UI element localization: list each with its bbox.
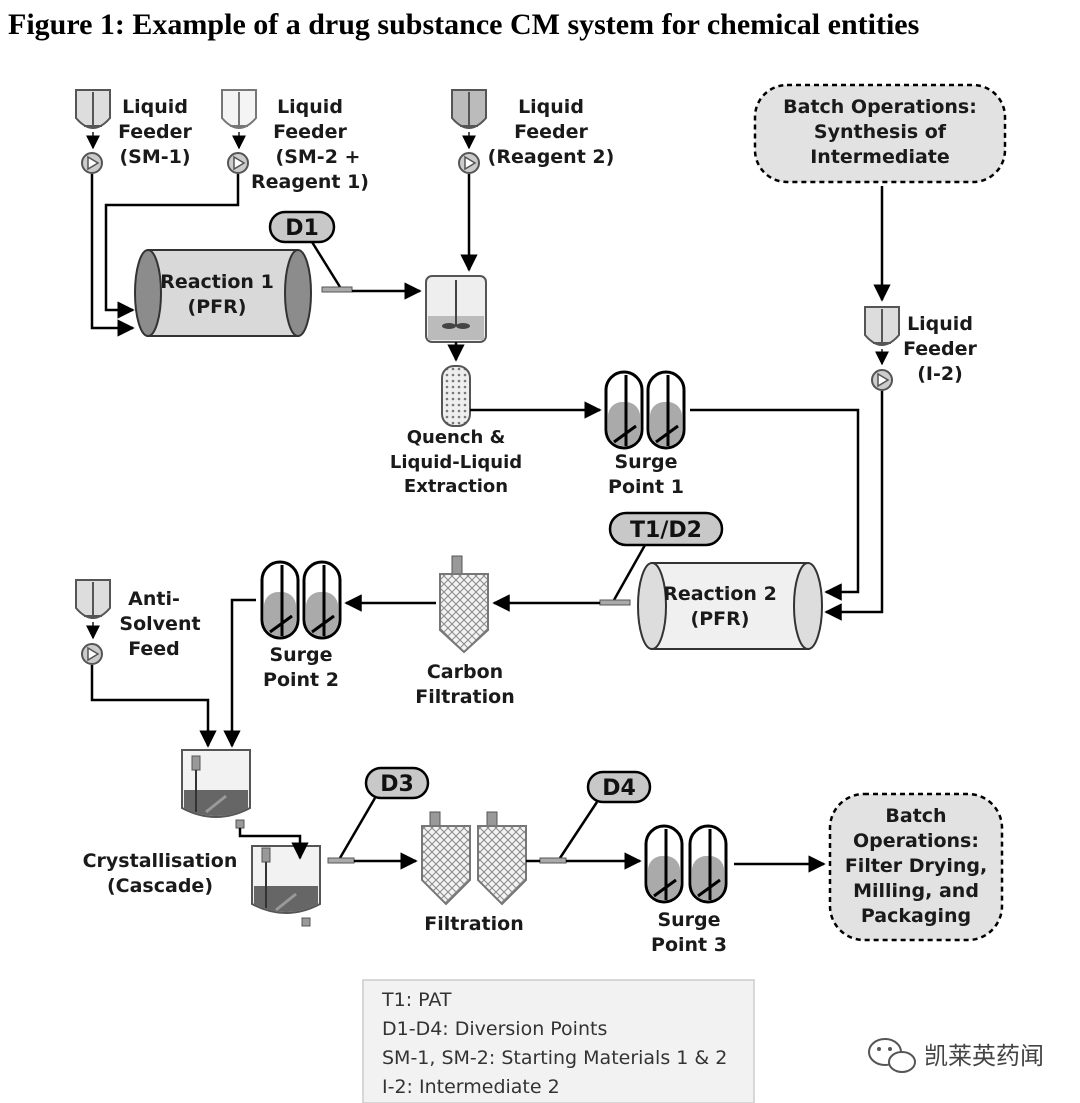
reaction2-line1: Reaction 2 <box>663 583 777 605</box>
quench-line3: Extraction <box>404 476 508 497</box>
carbon-line1: Carbon <box>427 661 503 683</box>
tag-d1-label: D1 <box>285 216 319 241</box>
feeder-sm1: Liquid Feeder (SM-1) <box>75 89 193 174</box>
feeder-sm1-line1: Liquid <box>122 96 188 118</box>
feeder-antisolvent: Anti- Solvent Feed <box>75 579 201 665</box>
pump-icon <box>81 152 103 174</box>
feeder-sm2-line3: (SM-2 + <box>276 146 361 168</box>
batch-final-line5: Packaging <box>861 905 971 927</box>
batch-final-line3: Filter Drying, <box>845 855 987 877</box>
watermark: 凯莱英药闻 <box>868 1038 1044 1073</box>
feeder-sm2: Liquid Feeder (SM-2 + Reagent 1) <box>221 89 369 193</box>
reaction1-line2: (PFR) <box>188 296 247 318</box>
quench-line2: Liquid-Liquid <box>390 452 522 473</box>
batch-synthesis-line1: Batch Operations: <box>783 96 977 118</box>
crystallisation-line1: Crystallisation <box>83 850 238 872</box>
crystallisation-vessel-2 <box>251 845 321 927</box>
feeder-sm2-line2: Feeder <box>273 121 347 143</box>
batch-synthesis-box: Batch Operations: Synthesis of Intermedi… <box>753 83 1007 184</box>
wechat-icon <box>868 1038 916 1073</box>
legend-item-4: I-2: Intermediate 2 <box>382 1076 560 1098</box>
batch-final-line2: Operations: <box>853 830 979 852</box>
lle-column <box>441 365 471 427</box>
pump-icon <box>81 643 103 665</box>
feeder-vessel-icon <box>221 89 257 150</box>
carbon-filter <box>439 555 489 654</box>
surge3-line1: Surge <box>657 909 720 931</box>
tag-d3: D3 <box>327 766 430 864</box>
feeder-vessel-icon <box>864 306 900 366</box>
surge2-line2: Point 2 <box>263 669 339 691</box>
filtration-unit <box>421 811 527 906</box>
surge-point-2 <box>260 560 342 640</box>
legend-item-2: D1-D4: Diversion Points <box>382 1018 607 1040</box>
surge1-line2: Point 1 <box>608 476 684 498</box>
quench-line1: Quench & <box>407 427 506 448</box>
crystallisation-vessel-1 <box>181 749 251 829</box>
feeder-i2-line1: Liquid <box>907 313 973 335</box>
surge-point-1 <box>604 370 686 450</box>
tag-d4-label: D4 <box>602 776 636 801</box>
pump-icon <box>871 369 893 391</box>
surge3-line2: Point 3 <box>651 934 727 956</box>
flow-lines <box>90 174 891 873</box>
feeder-sm1-line2: Feeder <box>118 121 192 143</box>
tag-t1d2-label: T1/D2 <box>630 518 702 543</box>
tag-d3-label: D3 <box>380 772 414 797</box>
reaction2-pfr: Reaction 2 (PFR) <box>637 562 823 650</box>
reaction1-line1: Reaction 1 <box>160 271 274 293</box>
batch-synthesis-line3: Intermediate <box>810 146 950 168</box>
crystallisation-line2: (Cascade) <box>107 875 213 897</box>
batch-final-line4: Milling, and <box>853 880 979 902</box>
legend-item-3: SM-1, SM-2: Starting Materials 1 & 2 <box>382 1047 727 1069</box>
feeder-reagent2-line3: (Reagent 2) <box>488 146 615 168</box>
feeder-reagent2: Liquid Feeder (Reagent 2) <box>451 89 615 174</box>
reaction1-pfr: Reaction 1 (PFR) <box>134 249 312 337</box>
tag-d4: D4 <box>539 770 652 864</box>
tag-t1d2: T1/D2 <box>599 511 724 606</box>
reaction2-line2: (PFR) <box>691 608 750 630</box>
tag-d1: D1 <box>268 210 353 293</box>
legend-box: T1: PAT D1-D4: Diversion Points SM-1, SM… <box>362 979 755 1103</box>
feeder-sm2-line4: Reagent 1) <box>251 171 369 193</box>
surge2-line1: Surge <box>269 644 332 666</box>
pump-icon <box>458 152 480 174</box>
feeder-sm1-line3: (SM-1) <box>119 146 190 168</box>
feeder-i2: Liquid Feeder (I-2) <box>864 306 978 391</box>
feeder-i2-line2: Feeder <box>903 338 977 360</box>
pump-icon <box>227 152 249 174</box>
figure-title: Figure 1: Example of a drug substance CM… <box>8 8 919 41</box>
watermark-text: 凯莱英药闻 <box>924 1042 1044 1070</box>
feeder-i2-line3: (I-2) <box>917 363 963 385</box>
feeder-reagent2-line2: Feeder <box>514 121 588 143</box>
batch-synthesis-line2: Synthesis of <box>814 121 947 143</box>
surge1-line1: Surge <box>614 451 677 473</box>
antisolvent-line2: Solvent <box>119 613 200 635</box>
feeder-vessel-icon <box>451 89 487 150</box>
filtration-label: Filtration <box>424 913 523 935</box>
batch-final-box: Batch Operations: Filter Drying, Milling… <box>828 792 1004 942</box>
feeder-reagent2-line1: Liquid <box>518 96 584 118</box>
surge-point-3 <box>644 824 728 904</box>
antisolvent-line1: Anti- <box>128 588 180 610</box>
quench-vessel <box>425 275 487 362</box>
feeder-vessel-icon <box>75 89 111 150</box>
legend-item-1: T1: PAT <box>381 989 452 1011</box>
carbon-line2: Filtration <box>415 686 514 708</box>
feeder-sm2-line1: Liquid <box>277 96 343 118</box>
antisolvent-line3: Feed <box>128 638 180 660</box>
batch-final-line1: Batch <box>885 805 946 827</box>
feeder-vessel-icon <box>75 579 111 640</box>
